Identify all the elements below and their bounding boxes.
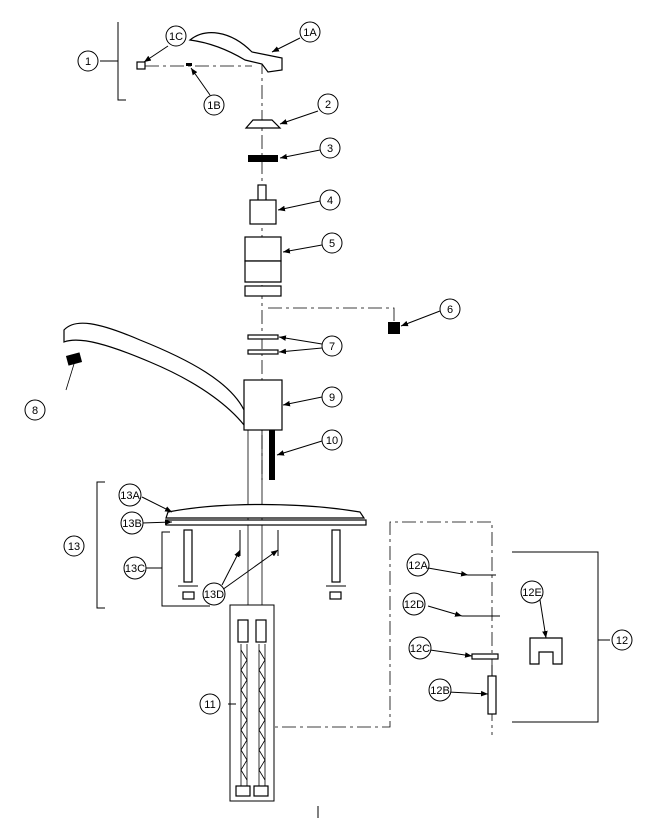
part-12-components [462, 574, 500, 715]
part-1-handle [136, 32, 283, 73]
callout-12d: 12D [402, 592, 426, 616]
part-12e-clip [529, 637, 563, 665]
part-10-shank [269, 430, 275, 480]
callout-12c: 12C [408, 636, 432, 660]
part-3-ring [248, 155, 278, 162]
callout-12a: 12A [406, 553, 430, 577]
part-2-cap [244, 119, 282, 129]
group-box-11 [229, 604, 275, 802]
callout-7: 7 [321, 335, 343, 357]
part-5-body [244, 236, 282, 297]
leader-lines [141, 37, 610, 705]
part-6-leader [268, 307, 395, 322]
callout-label: 2 [325, 99, 331, 111]
part-13-deck-plate [165, 503, 367, 600]
callout-label: 10 [326, 435, 338, 447]
callout-label: 12 [616, 635, 628, 647]
callout-label: 12B [430, 685, 450, 697]
part-9-spout-body [63, 322, 283, 431]
callout-label: 13 [68, 541, 80, 553]
callout-label: 12D [404, 599, 424, 611]
callout-label: 12A [408, 560, 428, 572]
callout-13d: 13D [202, 582, 226, 606]
callout-2: 2 [317, 93, 339, 115]
callout-13c: 13C [123, 556, 147, 580]
callout-label: 13A [120, 490, 140, 502]
callout-6: 6 [439, 298, 461, 320]
callout-label: 7 [329, 341, 335, 353]
part-11-supply-hoses [235, 619, 269, 797]
callout-label: 13B [122, 518, 142, 530]
callout-label: 12C [410, 643, 430, 655]
callout-12e: 12E [520, 580, 544, 604]
callout-label: 12E [522, 587, 542, 599]
callout-label: 3 [327, 143, 333, 155]
part-7-washer-top [247, 334, 279, 340]
callout-12: 12 [611, 629, 633, 651]
callout-1a: 1A [299, 21, 321, 43]
part-6-insert [388, 322, 400, 334]
part-8-aerator [65, 352, 83, 391]
callout-label: 13C [125, 563, 145, 575]
part-7-washer-bottom [247, 349, 279, 355]
group-bracket-1 [117, 22, 126, 101]
callout-label: 1A [303, 27, 317, 39]
callout-label: 9 [329, 392, 335, 404]
group-bracket-13c [161, 531, 210, 607]
callout-label: 13D [204, 589, 224, 601]
callout-label: 6 [447, 304, 453, 316]
callout-11: 11 [199, 693, 221, 715]
group-frame-12 [273, 521, 493, 735]
callout-10: 10 [321, 429, 343, 451]
callout-1c: 1C [165, 25, 187, 47]
callout-label: 4 [327, 195, 333, 207]
callout-13b: 13B [120, 511, 144, 535]
callout-3: 3 [319, 137, 341, 159]
callout-1b: 1B [203, 94, 225, 116]
callout-13a: 13A [118, 483, 142, 507]
callout-label: 5 [329, 238, 335, 250]
callout-5: 5 [321, 232, 343, 254]
group-bracket-12 [512, 551, 599, 723]
callout-1: 1 [77, 50, 99, 72]
callout-12b: 12B [428, 678, 452, 702]
callout-4: 4 [319, 189, 341, 211]
callout-13: 13 [63, 535, 85, 557]
group-bracket-13 [96, 481, 105, 609]
callout-label: 1B [207, 100, 220, 112]
callout-label: 8 [32, 405, 38, 417]
callout-9: 9 [321, 386, 343, 408]
callout-label: 1C [169, 31, 183, 43]
part-4-cartridge [249, 184, 277, 225]
callout-8: 8 [24, 399, 46, 421]
callout-label: 1 [85, 56, 91, 68]
callout-label: 11 [204, 699, 215, 711]
